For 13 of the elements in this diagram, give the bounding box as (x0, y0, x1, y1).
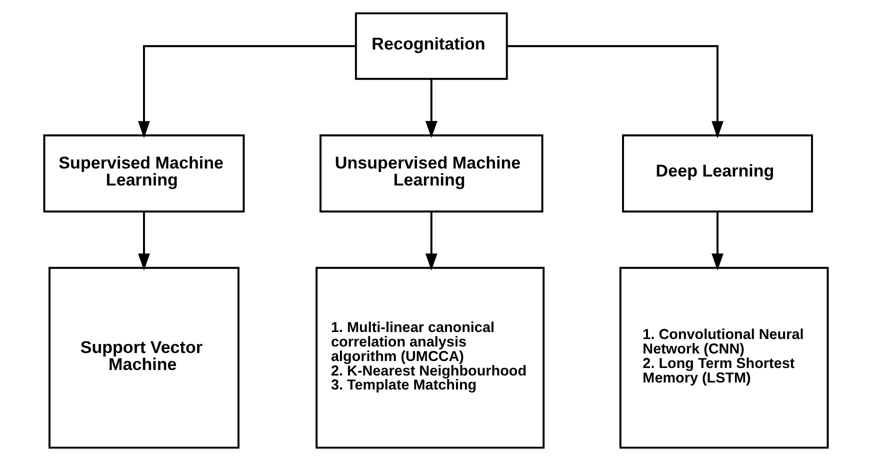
arrow (712, 212, 724, 271)
node-box: Unsupervised Machine Learning (320, 134, 544, 212)
arrow (425, 79, 438, 138)
arrow (138, 45, 356, 138)
node-box: Deep Learning (622, 134, 813, 212)
node-box: Support Vector Machine (48, 266, 240, 449)
node-box: 1. Convolutional Neural Network (CNN) 2. Long Term Shortest Memory (LSTM) (619, 266, 829, 449)
node-box: Recognitation (354, 12, 508, 80)
arrow (506, 45, 724, 138)
node-box: 1. Multi-linear canonical correlation analysis algorithm (UMCCA) 2. K-Nearest Neighbourhood 3. Template Matching (316, 266, 545, 449)
node-box: Supervised Machine Learning (43, 134, 245, 212)
arrow (138, 212, 150, 271)
arrow (425, 212, 438, 271)
